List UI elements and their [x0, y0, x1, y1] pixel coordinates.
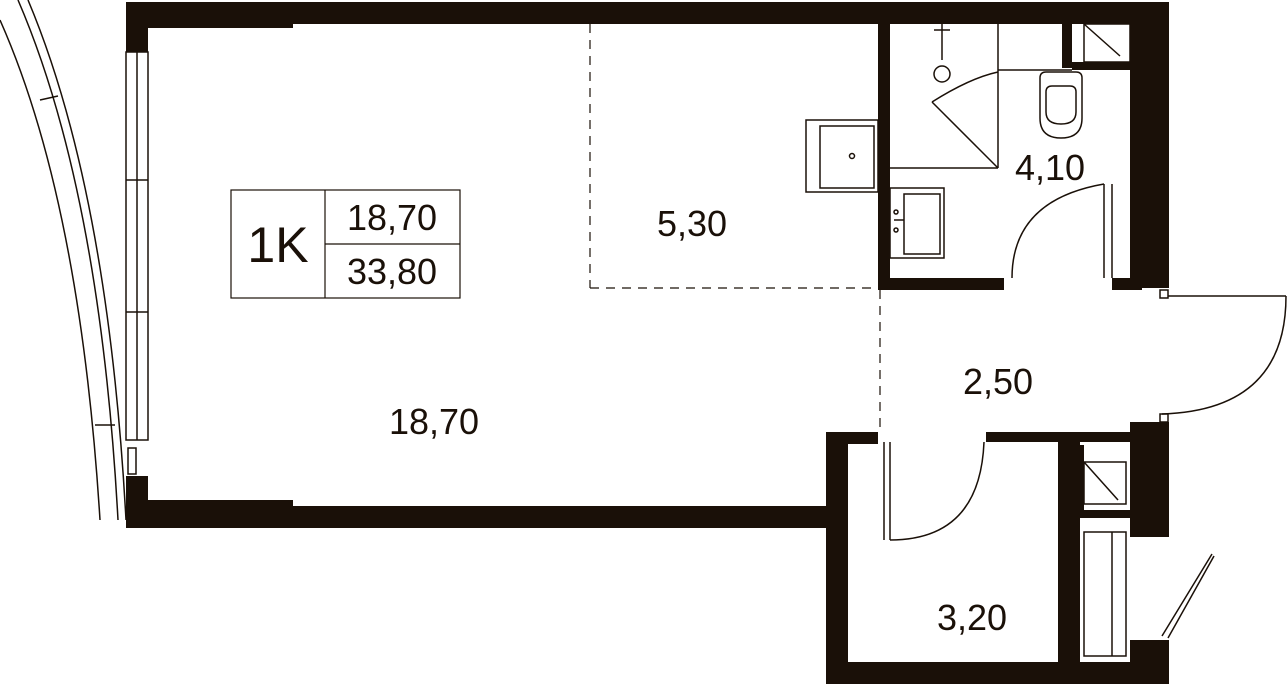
- kitchen-zone-area: 5,30: [657, 203, 727, 244]
- doors: [883, 183, 1287, 639]
- walls: [126, 2, 1169, 684]
- interior-lines: [890, 24, 1113, 278]
- bathroom-area: 4,10: [1015, 147, 1085, 188]
- living-room-area: 18,70: [389, 401, 479, 442]
- total-area-value: 33,80: [347, 251, 437, 292]
- washbasin: [889, 187, 945, 259]
- storage-area: 3,20: [937, 597, 1007, 638]
- hallway-area: 2,50: [963, 361, 1033, 402]
- toilet: [1039, 71, 1083, 139]
- shower: [931, 24, 999, 169]
- kitchen-appliance: [805, 119, 879, 193]
- shaft-details: [1083, 23, 1131, 657]
- area-legend: 1K 18,70 33,80: [230, 189, 461, 299]
- apartment-type: 1K: [247, 217, 308, 273]
- kitchen-zone-boundary: [589, 24, 881, 432]
- facade-curves: [0, 0, 127, 521]
- window-west: [125, 51, 149, 475]
- living-area-value: 18,70: [347, 197, 437, 238]
